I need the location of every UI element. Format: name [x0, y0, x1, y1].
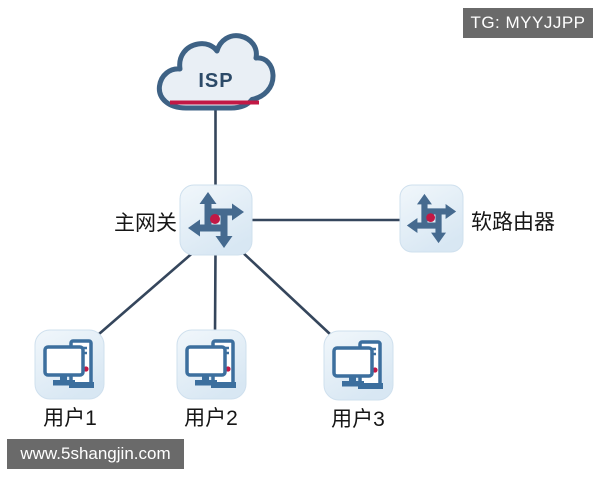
link-gateway-user2 — [213, 248, 217, 336]
cloud-icon — [156, 33, 276, 111]
user3-label: 用户3 — [331, 408, 385, 431]
gateway-node — [179, 184, 253, 256]
link-gateway-user3 — [238, 248, 333, 337]
cloud-accent-line — [170, 100, 259, 105]
user-node-3 — [323, 330, 394, 401]
user2-label: 用户2 — [184, 407, 238, 430]
user-node-2 — [176, 329, 247, 400]
user-node-1 — [34, 329, 105, 400]
site-watermark: www.5shangjin.com — [7, 439, 184, 469]
isp-cloud-node — [156, 33, 276, 111]
soft-router-node — [399, 184, 464, 253]
soft-router-label: 软路由器 — [471, 211, 555, 234]
user1-label: 用户1 — [43, 407, 97, 430]
link-gateway-user1 — [97, 248, 198, 336]
telegram-badge: TG: MYYJJPP — [463, 8, 593, 38]
isp-label: ISP — [198, 70, 234, 92]
gateway-label: 主网关 — [114, 212, 177, 235]
